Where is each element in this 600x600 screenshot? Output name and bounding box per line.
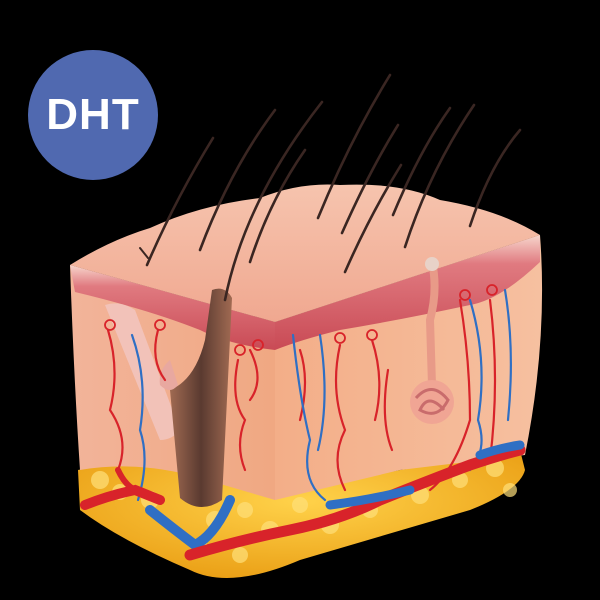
blood-vessels <box>104 284 512 502</box>
skin-surface <box>70 184 540 322</box>
arrector-pili-muscle <box>105 303 180 440</box>
hair-follicle <box>159 288 232 508</box>
major-vessels <box>80 440 526 561</box>
epidermis-band-right <box>275 235 540 350</box>
dht-badge: DHT <box>28 50 158 180</box>
hair-shafts <box>139 73 522 302</box>
dht-badge-label: DHT <box>46 90 140 139</box>
sweat-gland <box>410 257 454 424</box>
